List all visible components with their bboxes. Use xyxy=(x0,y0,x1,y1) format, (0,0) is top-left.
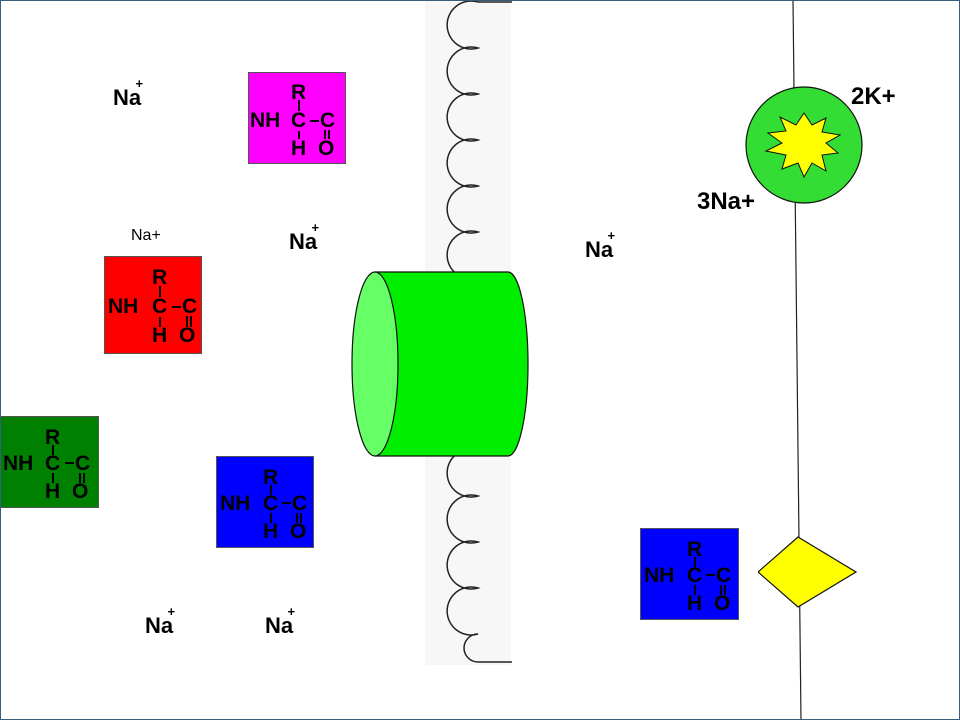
cotransporter-channel xyxy=(351,271,529,457)
sodium-ion-small-label: Na+ xyxy=(131,227,161,244)
sodium-ion: Na+ xyxy=(113,76,144,110)
amino-acid-red: R NH C C H O xyxy=(104,256,202,354)
channel-body xyxy=(374,271,529,457)
sodium-ion: Na+ xyxy=(145,604,176,638)
starburst-icon xyxy=(764,112,842,179)
diamond-shape xyxy=(758,536,858,608)
amino-acid-blue-basolateral: R NH C C H O xyxy=(640,528,739,620)
potassium-label: 2K+ xyxy=(851,83,896,110)
sodium-ion: Na+ xyxy=(585,228,616,262)
na-k-pump xyxy=(745,86,863,204)
sodium-ion: Na+ xyxy=(289,220,320,254)
microvilli-outline xyxy=(446,0,512,663)
basolateral-transporter-diamond xyxy=(758,536,858,608)
amino-acid-dark-green: R NH C C H O xyxy=(0,416,99,508)
amino-acid-magenta: R NH C C H O xyxy=(248,72,346,164)
amino-acid-blue: R NH C C H O xyxy=(216,456,314,548)
channel-face xyxy=(351,271,399,457)
sodium-ion: Na+ xyxy=(265,604,296,638)
sodium-pump-label: 3Na+ xyxy=(697,188,756,215)
